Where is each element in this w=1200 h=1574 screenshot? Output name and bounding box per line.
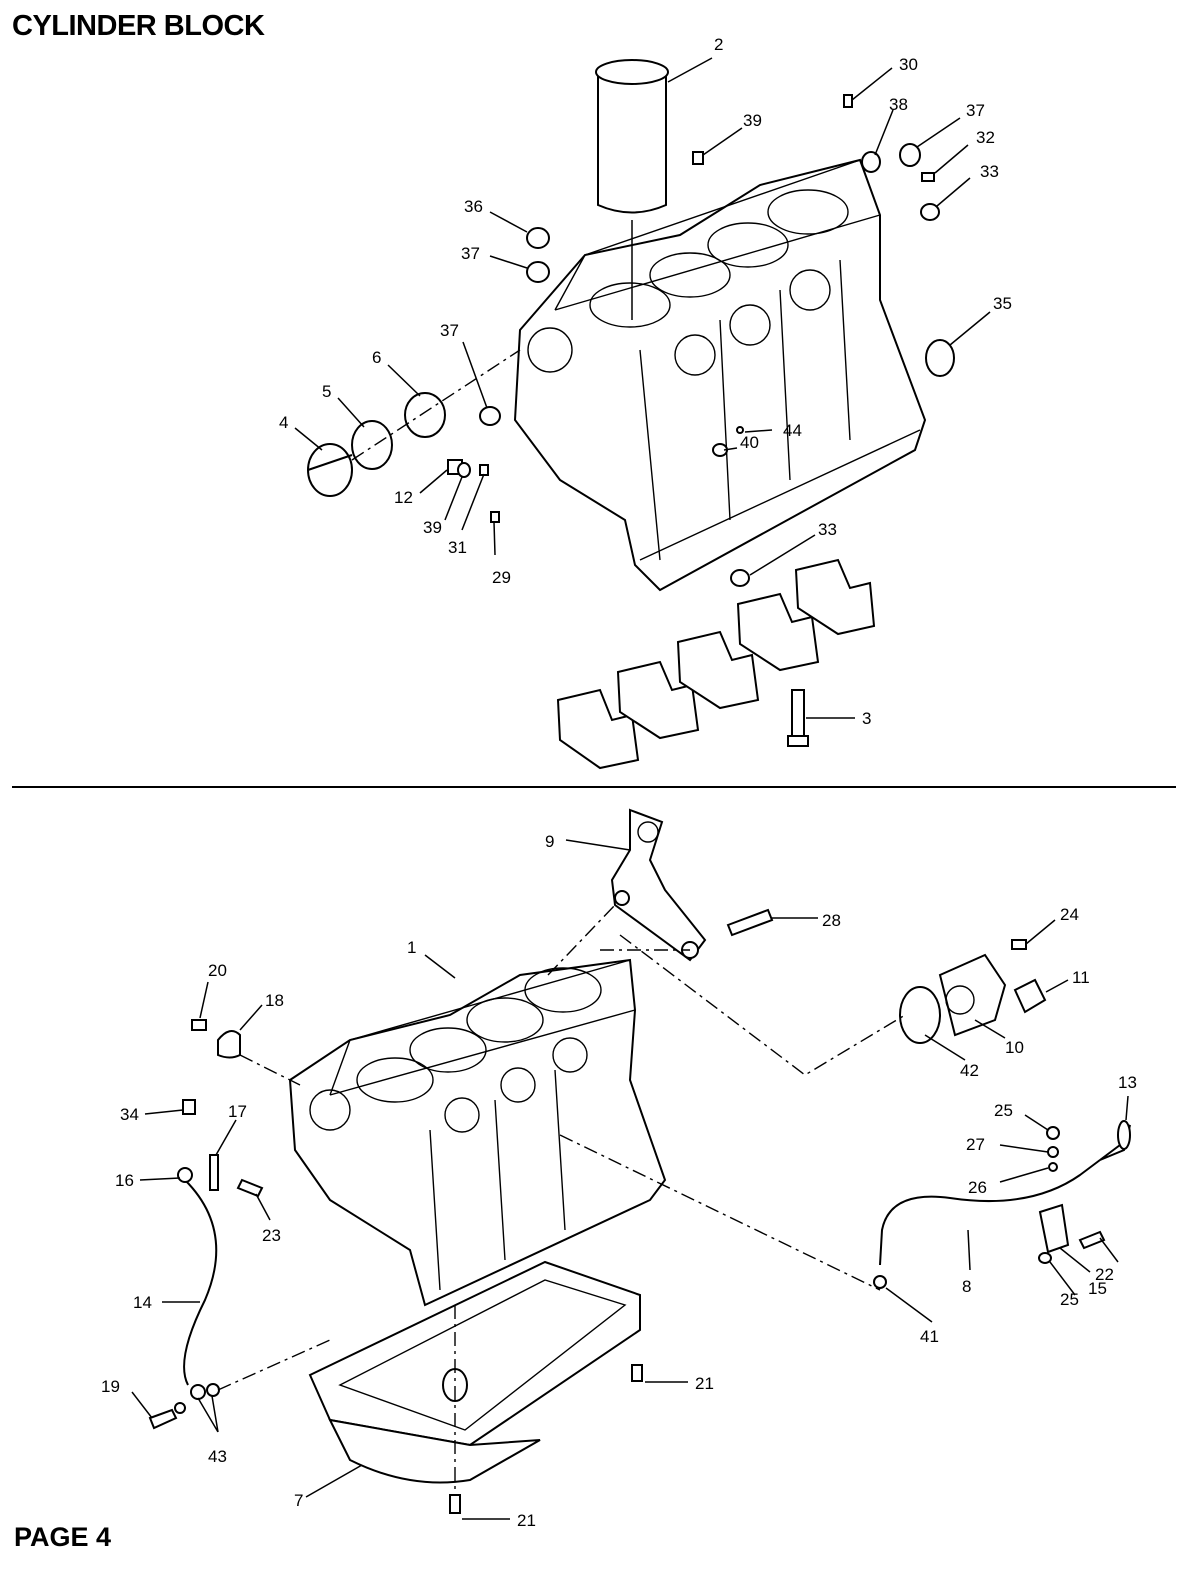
callout-28: 28: [822, 911, 841, 930]
callout-25b: 25: [1060, 1290, 1079, 1309]
cylinder-block-top-drawing: [513, 158, 927, 592]
callout-25: 25: [994, 1101, 1013, 1120]
callout-38: 38: [889, 95, 908, 114]
callout-8: 8: [962, 1277, 971, 1296]
callout-42: 42: [960, 1061, 979, 1080]
callout-29: 29: [492, 568, 511, 587]
callout-3: 3: [862, 709, 871, 728]
callout-13: 13: [1118, 1073, 1137, 1092]
callout-26: 26: [968, 1178, 987, 1197]
callout-37b: 37: [461, 244, 480, 263]
cam-bearings: [307, 349, 521, 497]
main-bearing-caps: [556, 558, 876, 770]
callout-23: 23: [262, 1226, 281, 1245]
callout-21b: 21: [517, 1511, 536, 1530]
callout-20: 20: [208, 961, 227, 980]
callout-10: 10: [1005, 1038, 1024, 1057]
callout-6: 6: [372, 348, 381, 367]
callout-34: 34: [120, 1105, 139, 1124]
callout-37: 37: [966, 101, 985, 120]
callout-16: 16: [115, 1171, 134, 1190]
callout-44: 44: [783, 421, 802, 440]
callout-18: 18: [265, 991, 284, 1010]
callout-5: 5: [322, 382, 331, 401]
callout-35: 35: [993, 294, 1012, 313]
oil-line-assembly: [148, 1019, 331, 1430]
callout-2: 2: [714, 35, 723, 54]
cylinder-block-bottom-drawing: [288, 958, 667, 1307]
section-divider: [12, 786, 1176, 788]
callout-22: 22: [1095, 1265, 1114, 1284]
bottom-leader-lines: [131, 839, 1129, 1520]
callout-43: 43: [208, 1447, 227, 1466]
callout-33: 33: [980, 162, 999, 181]
callout-27: 27: [966, 1135, 985, 1154]
cylinder-liner-part: [595, 59, 669, 320]
callout-40: 40: [740, 433, 759, 452]
callout-31: 31: [448, 538, 467, 557]
callout-39: 39: [743, 111, 762, 130]
callout-labels: 2 39 30 38 37 32 33 36 37 35 37 6 5 4 44…: [101, 35, 1137, 1530]
dipstick-assembly: [559, 1120, 1131, 1291]
callout-9: 9: [545, 832, 554, 851]
callout-30: 30: [899, 55, 918, 74]
callout-37c: 37: [440, 321, 459, 340]
plugs-and-pins-top: [447, 94, 955, 587]
top-leader-lines: [294, 57, 991, 719]
oil-filter-adapter: [619, 934, 1047, 1076]
page-number: PAGE 4: [14, 1522, 112, 1552]
callout-36: 36: [464, 197, 483, 216]
callout-32: 32: [976, 128, 995, 147]
oil-pan: [308, 1260, 643, 1514]
callout-19: 19: [101, 1377, 120, 1396]
callout-11: 11: [1072, 968, 1090, 987]
callout-24: 24: [1060, 905, 1079, 924]
callout-15: 15: [1088, 1279, 1107, 1298]
callout-7: 7: [294, 1491, 303, 1510]
callout-39b: 39: [423, 518, 442, 537]
callout-41: 41: [920, 1327, 939, 1346]
callout-21: 21: [695, 1374, 714, 1393]
callout-14: 14: [133, 1293, 152, 1312]
callout-1: 1: [407, 938, 416, 957]
engine-mount-bracket: [547, 808, 774, 976]
callout-4: 4: [279, 413, 288, 432]
page-title: CYLINDER BLOCK: [12, 10, 265, 42]
callout-33b: 33: [818, 520, 837, 539]
callout-12: 12: [394, 488, 413, 507]
callout-17: 17: [228, 1102, 247, 1121]
